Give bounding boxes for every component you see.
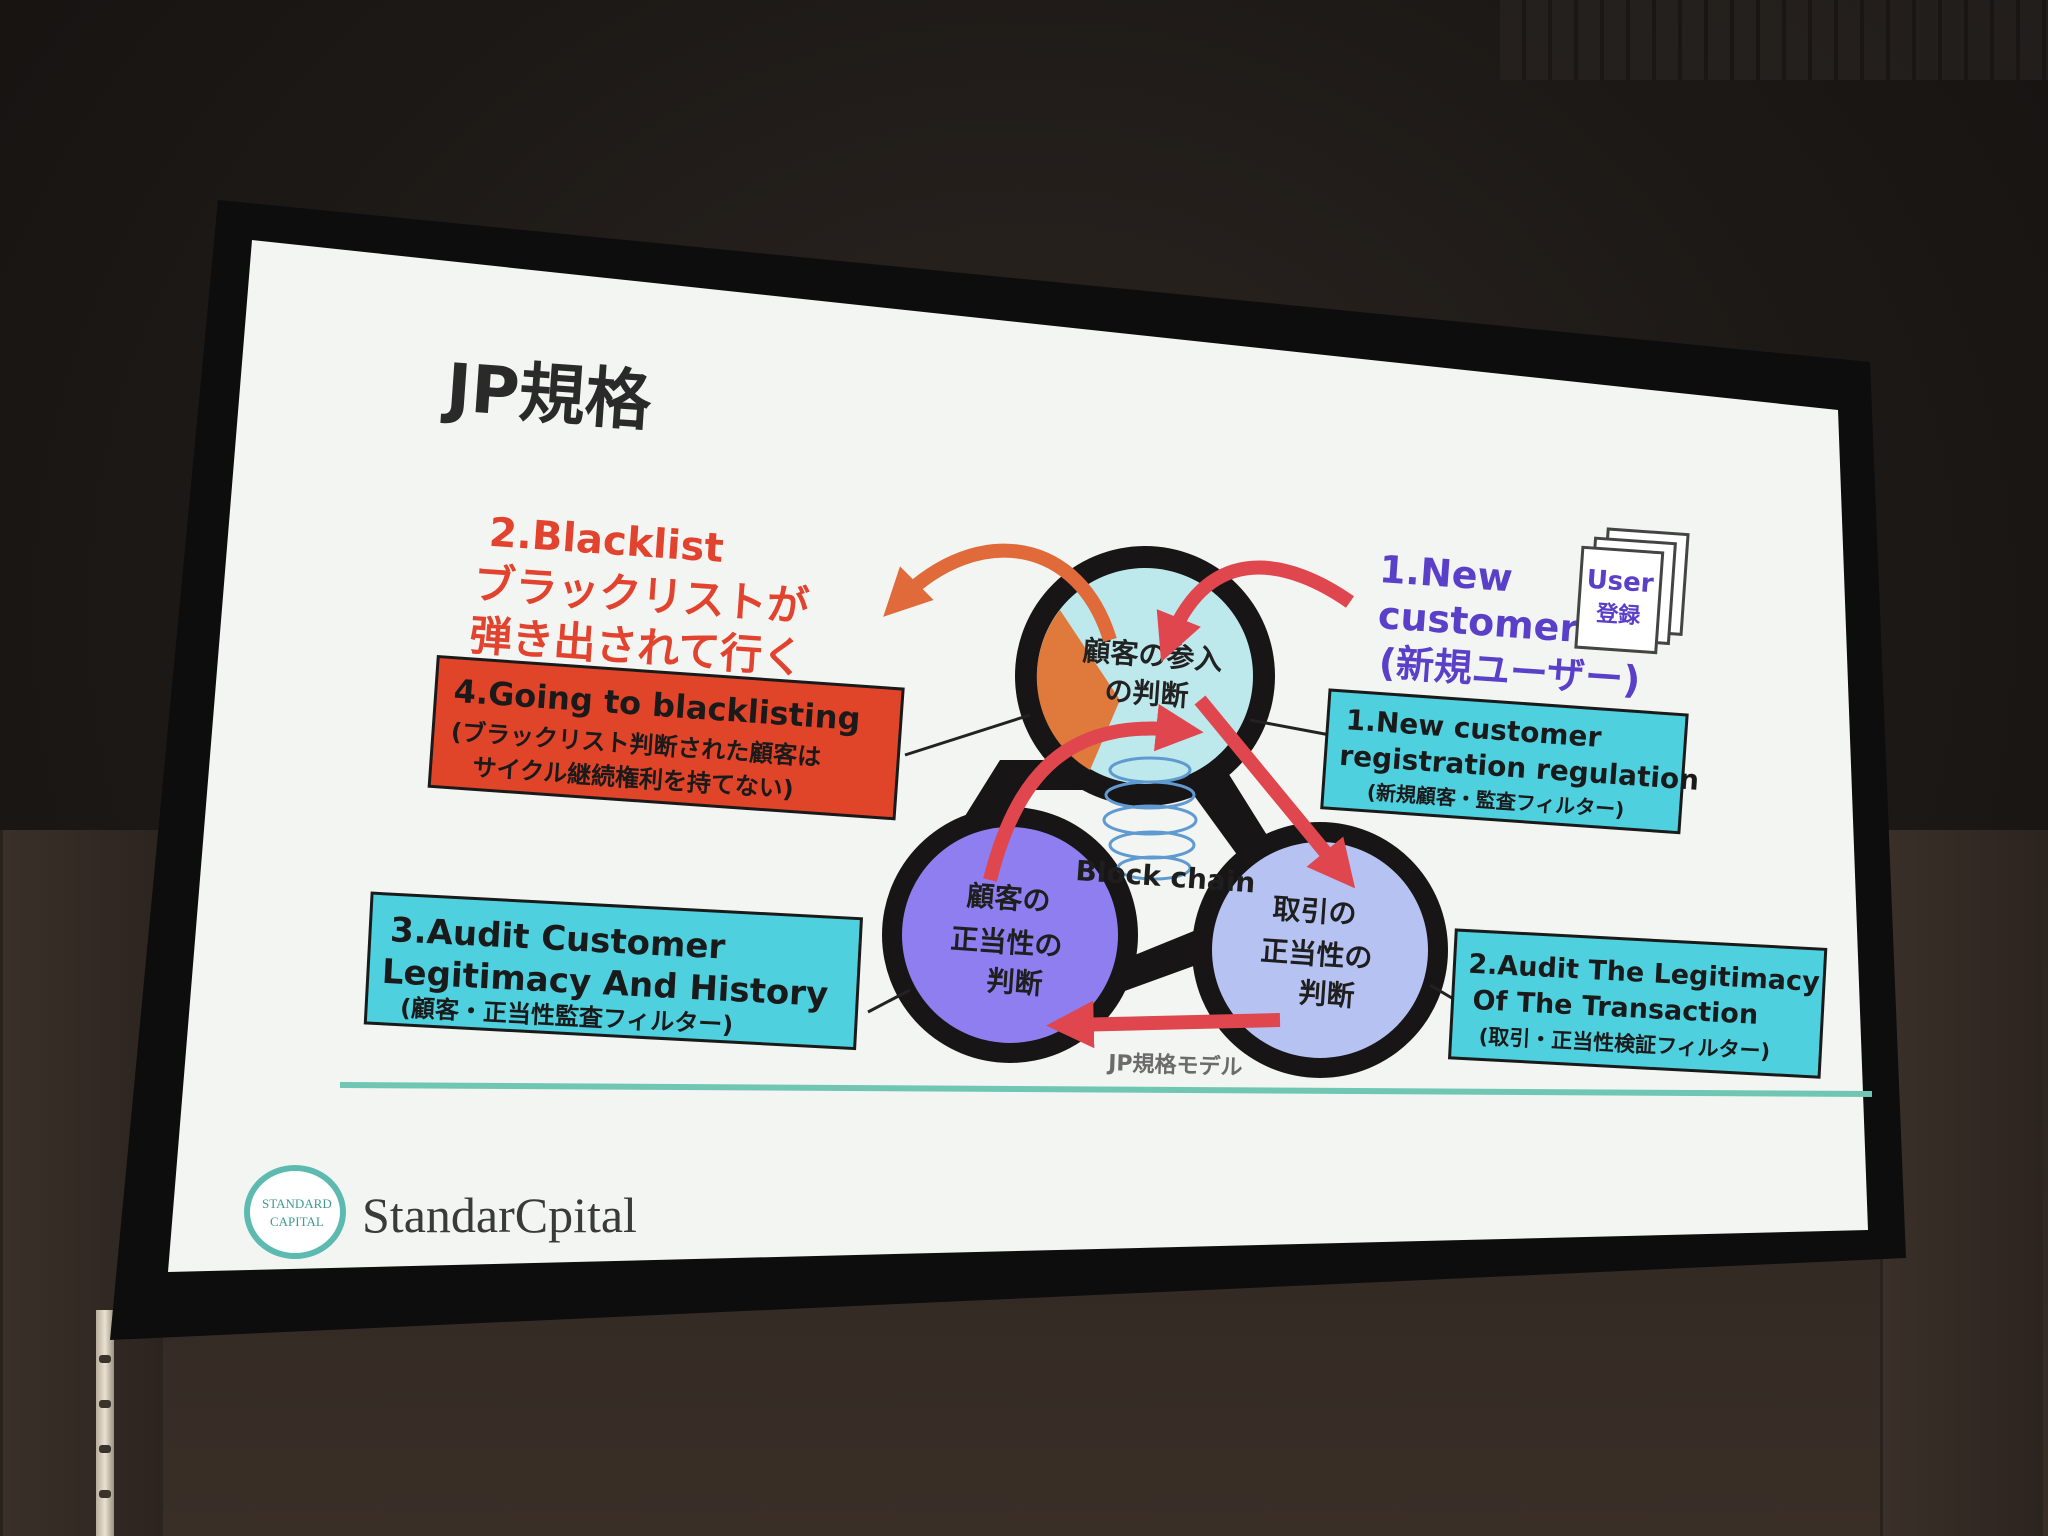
pole-hole bbox=[99, 1400, 111, 1408]
connector-line bbox=[1249, 718, 1331, 737]
arrow-left-to-top bbox=[983, 703, 1204, 882]
left-circle bbox=[902, 827, 1118, 1043]
box-audit-customer-legitimacy: 3.Audit Customer Legitimacy And History … bbox=[363, 891, 864, 1051]
user-documents-icon: User 登録 bbox=[1574, 527, 1690, 655]
arrow-right-to-left bbox=[1046, 1000, 1281, 1049]
box-audit-transaction-legitimacy: 2.Audit The Legitimacy Of The Transactio… bbox=[1447, 928, 1828, 1079]
pole-hole bbox=[99, 1490, 111, 1498]
pole-hole bbox=[99, 1355, 111, 1363]
logo-seal-line1: STANDARD bbox=[262, 1196, 332, 1211]
slide-content: JP規格 2.Blacklist ブラックリストが 弾き出されて行く 1.New… bbox=[244, 349, 1873, 1259]
right-circle-line2: 正当性の bbox=[1260, 934, 1374, 975]
logo-seal bbox=[244, 1165, 346, 1259]
connector-line bbox=[867, 988, 911, 1014]
stand-pole bbox=[96, 1310, 114, 1536]
left-circle-line3: 判断 bbox=[986, 964, 1044, 1001]
standard-capital-logo: STANDARD CAPITAL StandarCpital bbox=[244, 1165, 637, 1259]
right-circle-line3: 判断 bbox=[1298, 976, 1356, 1013]
right-circle-line1: 取引の bbox=[1272, 892, 1358, 931]
cycle-diagram: 顧客の参入 の判断 顧客の 正当性の 判断 取引の 正当性の 判断 Block … bbox=[882, 543, 1448, 1081]
pole-hole bbox=[99, 1445, 111, 1453]
new-customer-line1: 1.New bbox=[1378, 547, 1514, 600]
top-circle-line2: の判断 bbox=[1104, 674, 1190, 713]
ceiling-panels bbox=[1500, 0, 2048, 80]
right-circle bbox=[1212, 842, 1428, 1058]
logo-wordmark: StandarCpital bbox=[362, 1187, 637, 1243]
logo-seal-line2: CAPITAL bbox=[270, 1214, 324, 1229]
left-circle-line2: 正当性の bbox=[950, 922, 1064, 963]
user-docs-line1: User bbox=[1586, 565, 1655, 600]
arrow-top-to-right bbox=[1194, 695, 1356, 889]
blockchain-swirl-icon bbox=[1102, 756, 1198, 881]
user-docs-line2: 登録 bbox=[1594, 600, 1642, 629]
connector-line bbox=[904, 713, 1031, 757]
left-circle-line1: 顧客の bbox=[966, 879, 1052, 918]
slide-title: JP規格 bbox=[440, 349, 655, 440]
arrow-new-customer-in bbox=[1156, 560, 1355, 663]
box-going-to-blacklisting: 4.Going to blacklisting (ブラックリスト判断された顧客は… bbox=[427, 654, 905, 821]
model-caption: JP規格モデル bbox=[1106, 1050, 1243, 1081]
slide-divider-line bbox=[339, 1082, 1873, 1097]
arrow-blacklist-out bbox=[883, 543, 1117, 643]
box-new-customer-registration: 1.New customer registration regulation (… bbox=[1320, 688, 1700, 835]
